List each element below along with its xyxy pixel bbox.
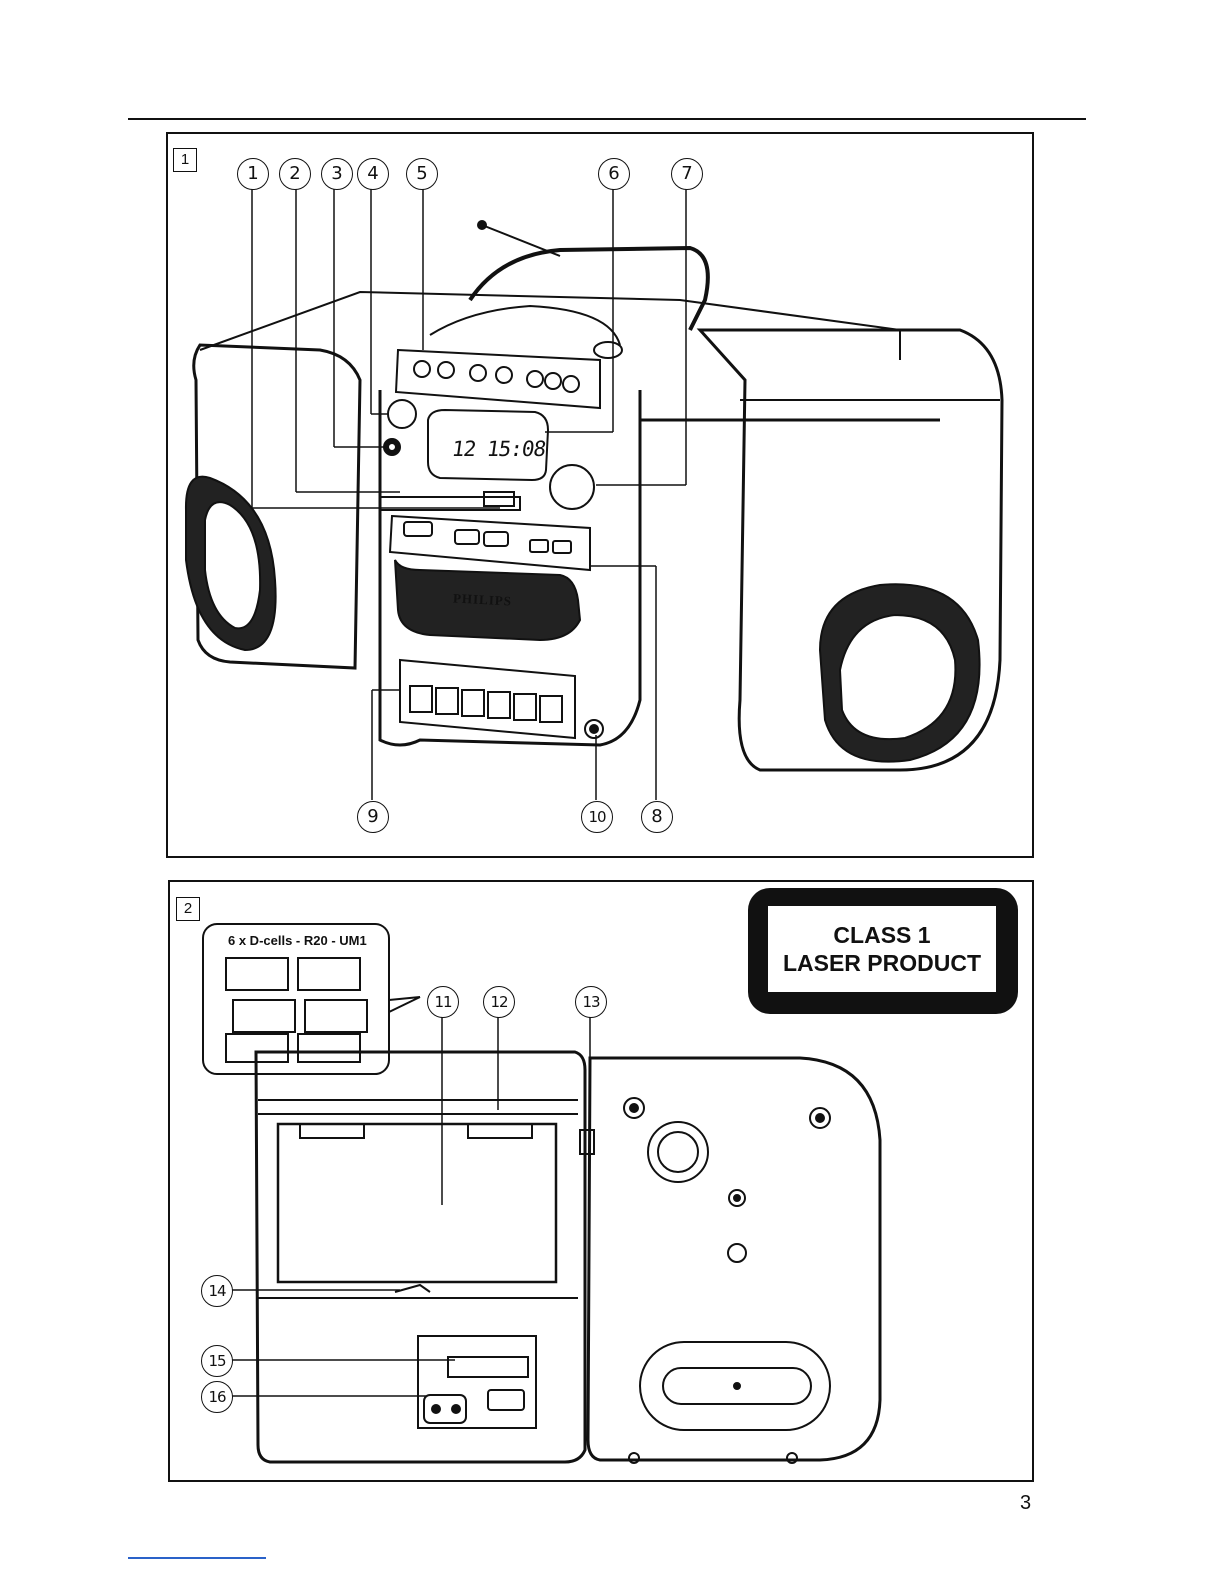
battery-compartment-door: [278, 1124, 556, 1282]
door-clip: [468, 1124, 532, 1138]
d-cell: [298, 1034, 360, 1062]
d-cell: [298, 958, 360, 990]
callout-16: 16: [201, 1381, 233, 1413]
d-cell: [233, 1000, 295, 1032]
page-number: 3: [1020, 1492, 1031, 1515]
callout-13: 13: [575, 986, 607, 1018]
speaker-sockets: [448, 1357, 528, 1377]
callout-15: 15: [201, 1345, 233, 1377]
mains-voltage-switch: [580, 1130, 594, 1154]
battery-cells: [226, 958, 367, 1062]
callout-11: 11: [427, 986, 459, 1018]
d-cell: [226, 958, 288, 990]
rear-hole: [728, 1244, 746, 1262]
footer-link-underline: [128, 1557, 266, 1559]
speaker-socket-panel: [418, 1336, 536, 1428]
door-clip: [300, 1124, 364, 1138]
callout-12: 12: [483, 986, 515, 1018]
callout-14: 14: [201, 1275, 233, 1307]
d-cell: [305, 1000, 367, 1032]
battery-spec-label: 6 x D-cells - R20 - UM1: [228, 933, 367, 948]
